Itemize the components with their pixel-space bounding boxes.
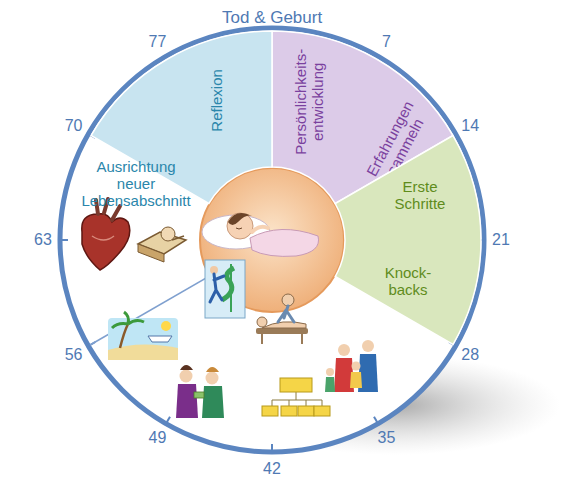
age-number: 35 bbox=[378, 429, 396, 447]
rim-ticks bbox=[58, 26, 486, 454]
cycle-title: Tod & Geburt bbox=[222, 8, 322, 28]
sleeping-person bbox=[202, 213, 319, 256]
age-number: 49 bbox=[149, 429, 167, 447]
wheel-face bbox=[61, 29, 483, 451]
holiday-icon bbox=[108, 312, 178, 360]
age-number: 14 bbox=[461, 117, 479, 135]
age-number: 70 bbox=[65, 117, 83, 135]
reading-icon bbox=[138, 227, 186, 262]
age-number: 21 bbox=[492, 231, 510, 249]
family-icon bbox=[325, 340, 378, 392]
age-number: 42 bbox=[263, 460, 281, 478]
phase-label: Persönlichkeits- entwicklung bbox=[293, 38, 327, 166]
org-chart-icon bbox=[262, 378, 330, 416]
friends-icon bbox=[176, 365, 224, 418]
heart-icon bbox=[82, 199, 130, 270]
phase-label: Ausrichtung neuer Lebensabschnitt bbox=[77, 159, 195, 209]
age-number: 56 bbox=[65, 346, 83, 364]
phase-label: Knock- backs bbox=[378, 265, 438, 299]
phase-label: Erste Schritte bbox=[384, 179, 456, 213]
age-number: 63 bbox=[34, 231, 52, 249]
age-number: 77 bbox=[149, 33, 167, 51]
massage-icon bbox=[256, 294, 308, 344]
age-number: 7 bbox=[382, 33, 391, 51]
phase-label: Reflexion bbox=[209, 45, 226, 155]
age-number: 28 bbox=[461, 346, 479, 364]
wheel-rim bbox=[60, 28, 484, 452]
career-icon bbox=[205, 260, 245, 318]
phase-label: Erfahrungen sammeln bbox=[360, 91, 437, 195]
